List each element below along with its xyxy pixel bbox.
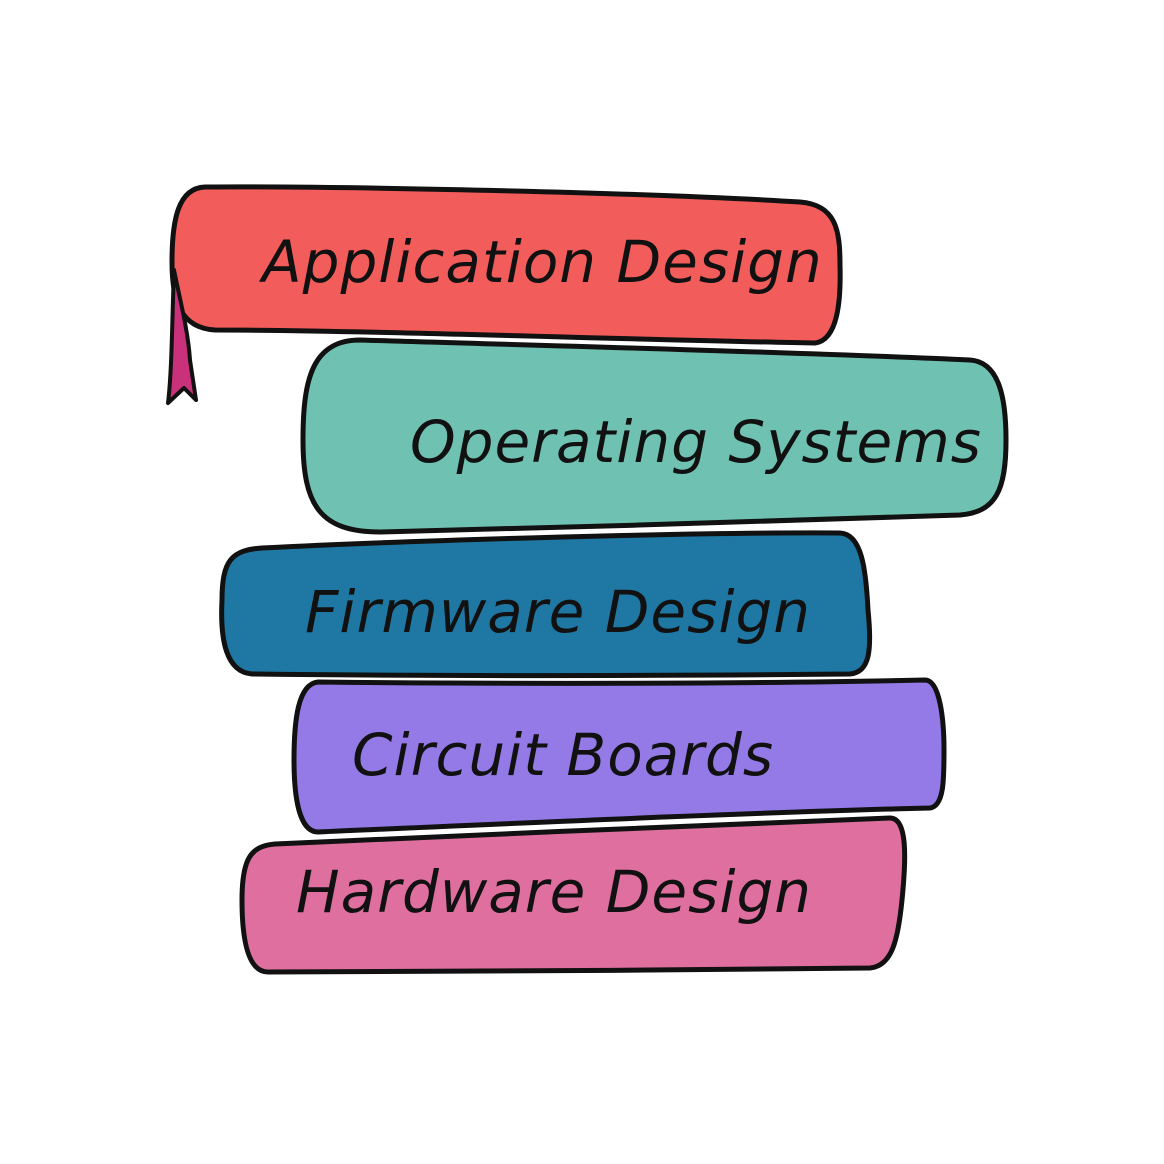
book-4-label: Circuit Boards xyxy=(352,721,774,789)
book-4-cover xyxy=(291,677,947,835)
book-5-label: Hardware Design xyxy=(296,858,812,926)
book-2-cover xyxy=(300,337,1009,535)
book-3-label: Firmware Design xyxy=(305,578,811,646)
book-operating-systems: Operating Systems xyxy=(300,337,1009,535)
book-application-design: Application Design xyxy=(169,184,843,346)
book-5-cover xyxy=(239,815,908,975)
book-hardware-design: Hardware Design xyxy=(239,815,908,975)
bookmark-ribbon-shape xyxy=(166,268,198,405)
book-firmware-design: Firmware Design xyxy=(219,530,873,678)
book-3-cover xyxy=(219,530,873,678)
bookmark-ribbon xyxy=(166,268,198,405)
book-2-label: Operating Systems xyxy=(410,408,982,476)
book-1-label: Application Design xyxy=(258,228,823,296)
book-circuit-boards: Circuit Boards xyxy=(291,677,947,835)
